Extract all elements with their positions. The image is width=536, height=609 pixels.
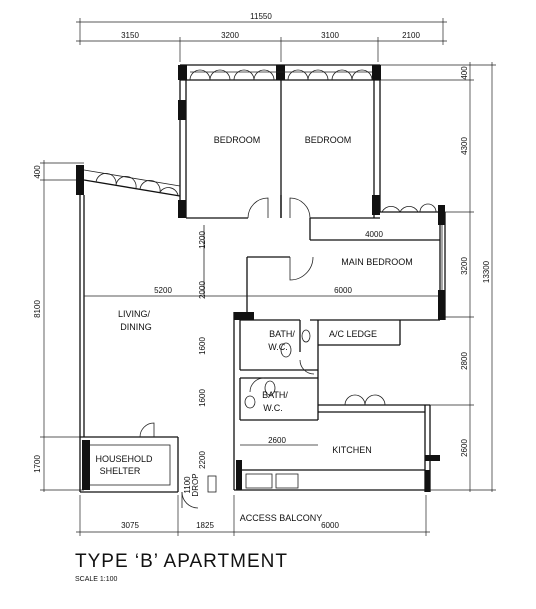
scale-label: SCALE 1:100 xyxy=(75,576,118,583)
plan-title: TYPE ‘B’ APARTMENT xyxy=(75,551,288,572)
dim-top-1: 3150 xyxy=(121,31,139,40)
left-dimensions: 400 8100 1700 xyxy=(33,160,84,492)
dim-top-4: 2100 xyxy=(402,31,420,40)
dim-left-2: 8100 xyxy=(33,300,42,318)
dim-top-2: 3200 xyxy=(221,31,239,40)
dim-left-1: 400 xyxy=(33,165,42,179)
dim-2000: 2000 xyxy=(198,281,207,299)
label-access-balcony: ACCESS BALCONY xyxy=(240,513,323,523)
label-bath2-line2: W.C. xyxy=(263,403,283,413)
doors xyxy=(139,197,315,509)
right-dimensions: 13300 400 4300 3200 2800 2600 xyxy=(380,62,496,492)
dim-4000: 4000 xyxy=(365,230,383,239)
label-bath1-line2: W.C. xyxy=(268,342,288,352)
dim-bottom-2: 1825 xyxy=(196,521,214,530)
top-dimensions: 11550 3150 3200 3100 2100 xyxy=(76,12,447,62)
dim-1600a: 1600 xyxy=(198,337,207,355)
walls xyxy=(79,64,446,493)
bottom-dimensions: 3075 1825 6000 xyxy=(76,495,430,536)
columns xyxy=(76,65,445,492)
dim-right-total: 13300 xyxy=(482,260,491,283)
label-bedroom-1: BEDROOM xyxy=(214,135,261,145)
label-bath1-line1: BATH/ xyxy=(269,329,295,339)
label-kitchen: KITCHEN xyxy=(332,445,372,455)
label-dining: DINING xyxy=(120,322,152,332)
dim-1100: 1100 xyxy=(183,476,192,494)
label-main-bedroom: MAIN BEDROOM xyxy=(341,257,413,267)
label-bedroom-2: BEDROOM xyxy=(305,135,352,145)
dim-2200: 2200 xyxy=(198,451,207,469)
label-bath2-line1: BATH/ xyxy=(262,390,288,400)
label-living: LIVING/ xyxy=(118,309,151,319)
label-ac-ledge: A/C LEDGE xyxy=(329,329,377,339)
dim-top-3: 3100 xyxy=(321,31,339,40)
dim-5200: 5200 xyxy=(154,286,172,295)
dim-1600b: 1600 xyxy=(198,389,207,407)
dim-6000: 6000 xyxy=(334,286,352,295)
room-labels: BEDROOM BEDROOM MAIN BEDROOM LIVING/ DIN… xyxy=(95,135,412,523)
label-shelter-line2: SHELTER xyxy=(100,466,141,476)
dim-right-3: 3200 xyxy=(460,257,469,275)
dim-1200: 1200 xyxy=(198,231,207,249)
dim-bottom-3: 6000 xyxy=(321,521,339,530)
dim-total-width: 11550 xyxy=(250,12,272,21)
dim-bottom-1: 3075 xyxy=(121,521,139,530)
dim-right-2: 4300 xyxy=(460,137,469,155)
dim-right-4: 2800 xyxy=(460,352,469,370)
dim-right-1: 400 xyxy=(460,66,469,80)
fixtures xyxy=(207,329,311,493)
dim-left-3: 1700 xyxy=(33,455,42,473)
interior-dimensions: 1200 2000 1600 1600 2200 1100 5200 6000 … xyxy=(154,230,383,494)
dim-right-5: 2600 xyxy=(460,439,469,457)
dim-2600: 2600 xyxy=(268,436,286,445)
label-shelter-line1: HOUSEHOLD xyxy=(95,454,153,464)
label-drop: DROP xyxy=(191,473,200,496)
windows xyxy=(95,69,443,406)
